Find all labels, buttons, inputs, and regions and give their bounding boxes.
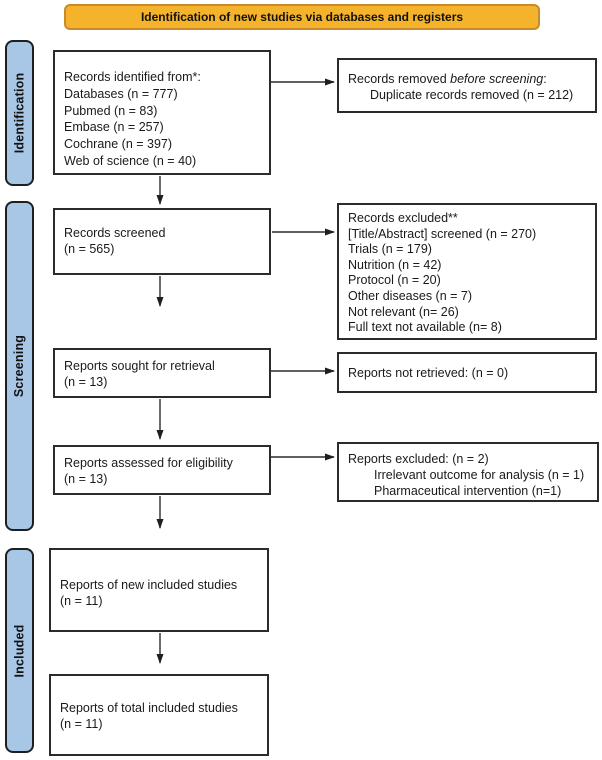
box-total-included-studies: Reports of total included studies (n = 1… bbox=[49, 674, 269, 756]
box-records-screened: Records screened (n = 565) bbox=[53, 208, 271, 275]
box-reports-assessed: Reports assessed for eligibility (n = 13… bbox=[53, 445, 271, 495]
box-reports-not-retrieved: Reports not retrieved: (n = 0) bbox=[337, 352, 597, 393]
box-records-identified: Records identified from*: Databases (n =… bbox=[53, 50, 271, 175]
box-records-excluded: Records excluded** [Title/Abstract] scre… bbox=[337, 203, 597, 340]
stage-label-screening: Screening bbox=[5, 201, 34, 531]
box-records-removed: Records removed before screening: Duplic… bbox=[337, 58, 597, 113]
stage-label-identification: Identification bbox=[5, 40, 34, 186]
box-reports-sought: Reports sought for retrieval (n = 13) bbox=[53, 348, 271, 398]
records-removed-prefix: Records removed bbox=[348, 72, 451, 86]
records-removed-suffix: : bbox=[543, 72, 547, 86]
stage-label-included: Included bbox=[5, 548, 34, 753]
records-removed-italic: before screening bbox=[450, 72, 544, 86]
banner-label: Identification of new studies via databa… bbox=[140, 10, 464, 24]
box-reports-excluded: Reports excluded: (n = 2) Irrelevant out… bbox=[337, 442, 599, 502]
banner-identification-via-databases: Identification of new studies via databa… bbox=[64, 4, 540, 30]
box-new-included-studies: Reports of new included studies (n = 11) bbox=[49, 548, 269, 632]
